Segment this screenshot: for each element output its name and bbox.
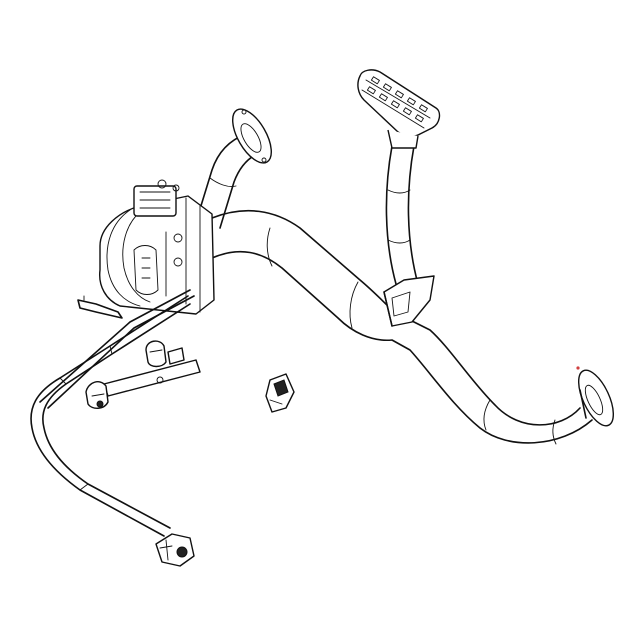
fuel-pump [85,340,201,409]
fuel-connector [155,533,195,567]
exhaust-pipe [211,209,593,445]
mounting-bracket [77,295,123,319]
accent-mark [576,366,580,370]
exhaust-flange-left [232,108,272,164]
exhaust-flange-right [576,366,615,427]
control-box [133,185,177,217]
heater-unit [99,179,215,315]
fuel-line [30,289,195,537]
pipe-clamp [383,275,435,327]
loose-connector [265,373,295,413]
air-intake-pipe [385,145,419,285]
intake-grille [357,69,441,149]
